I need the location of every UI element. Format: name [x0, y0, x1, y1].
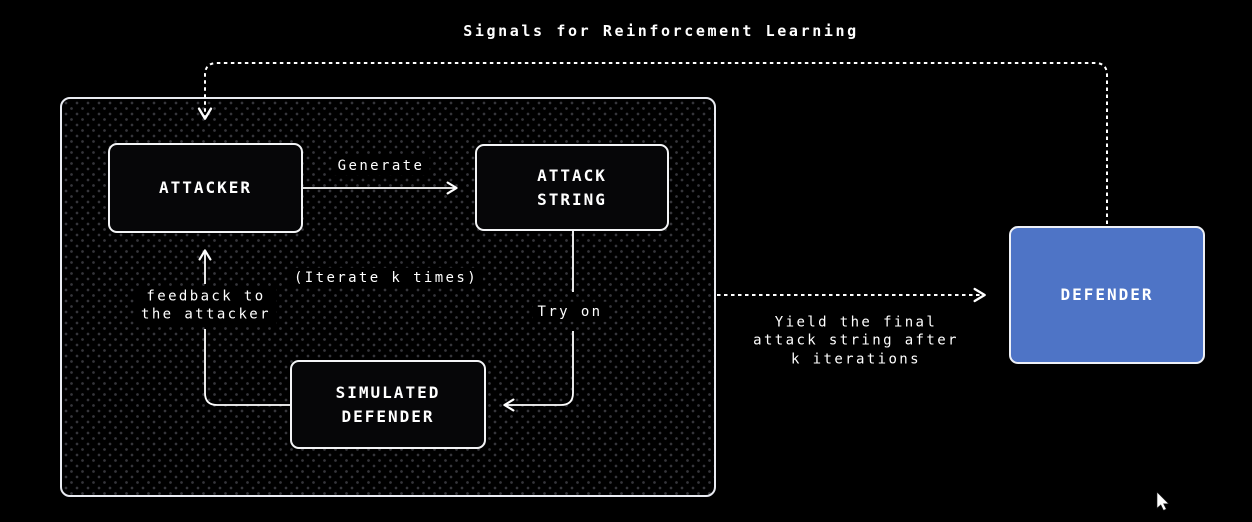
attacker-node: ATTACKER: [108, 143, 303, 233]
attack-string-node: ATTACK STRING: [475, 144, 669, 231]
defender-node: DEFENDER: [1009, 226, 1205, 364]
iterate-note-label: (Iterate k times): [288, 267, 484, 289]
generate-edge-label: Generate: [332, 155, 430, 177]
feedback-edge-label: feedback to the attacker: [136, 286, 276, 326]
simulated-defender-node: SIMULATED DEFENDER: [290, 360, 486, 449]
diagram-title: Signals for Reinforcement Learning: [463, 22, 859, 41]
yield-edge-label: Yield the final attack string after k it…: [753, 314, 959, 368]
try-on-arrow-lower: [503, 331, 574, 412]
feedback-line-lower: [204, 329, 290, 406]
try-on-edge-label: Try on: [532, 301, 608, 323]
